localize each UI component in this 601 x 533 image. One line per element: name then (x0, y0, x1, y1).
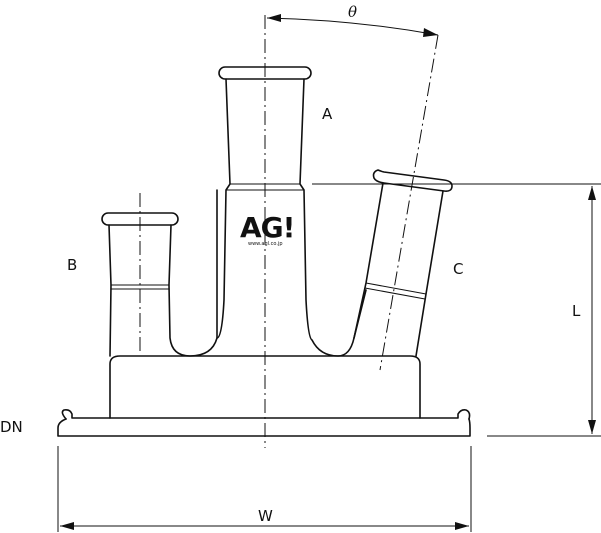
logo-sub: www.agl.co.jp (248, 241, 283, 247)
width-dimension: W (57, 446, 472, 532)
neck-a (216, 66, 367, 357)
label-w: W (258, 507, 273, 525)
label-l: L (572, 302, 581, 320)
base-flange (57, 409, 471, 437)
angle-dimension: θ (266, 3, 439, 37)
label-dn: DN (0, 418, 23, 436)
label-c: C (453, 260, 463, 278)
neck-b (101, 189, 218, 357)
neck-c (353, 169, 453, 357)
logo-main: AG! (240, 211, 294, 244)
label-a: A (322, 105, 333, 123)
height-dimension: L (312, 183, 601, 437)
center-line-c (379, 34, 439, 371)
label-theta: θ (348, 3, 357, 21)
body-block (109, 355, 421, 419)
logo: AG! www.agl.co.jp (240, 211, 295, 247)
label-b: B (67, 256, 77, 274)
